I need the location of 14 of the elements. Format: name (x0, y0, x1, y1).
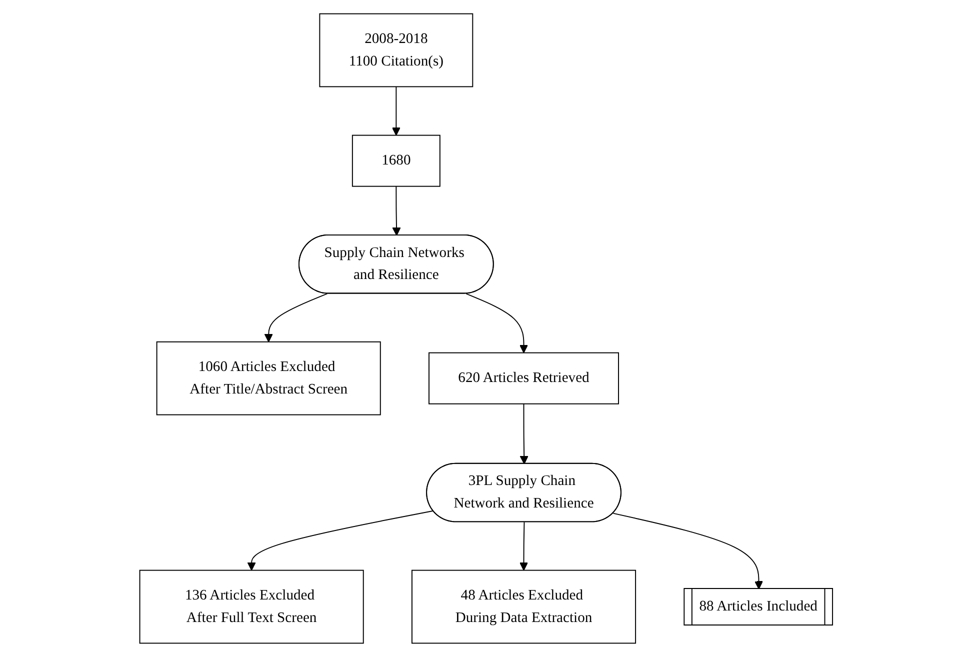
node-box: 2008-2018 1100 Citation(s) (320, 13, 474, 88)
arrow (613, 512, 764, 590)
arrow (392, 86, 401, 136)
arrow (520, 522, 528, 571)
node-box: 1680 (352, 134, 441, 187)
node-box: 48 Articles Excluded During Data Extraction (412, 570, 636, 644)
node-box: 1060 Articles Excluded After Title/Abstract Screen (156, 341, 382, 416)
node-box: 136 Articles Excluded After Full Text Screen (140, 570, 364, 644)
arrow (466, 293, 528, 354)
arrow (520, 403, 529, 464)
arrow (392, 186, 402, 236)
arrow (264, 293, 328, 342)
arrow (248, 510, 434, 571)
node-box: 620 Articles Retrieved (428, 352, 620, 404)
